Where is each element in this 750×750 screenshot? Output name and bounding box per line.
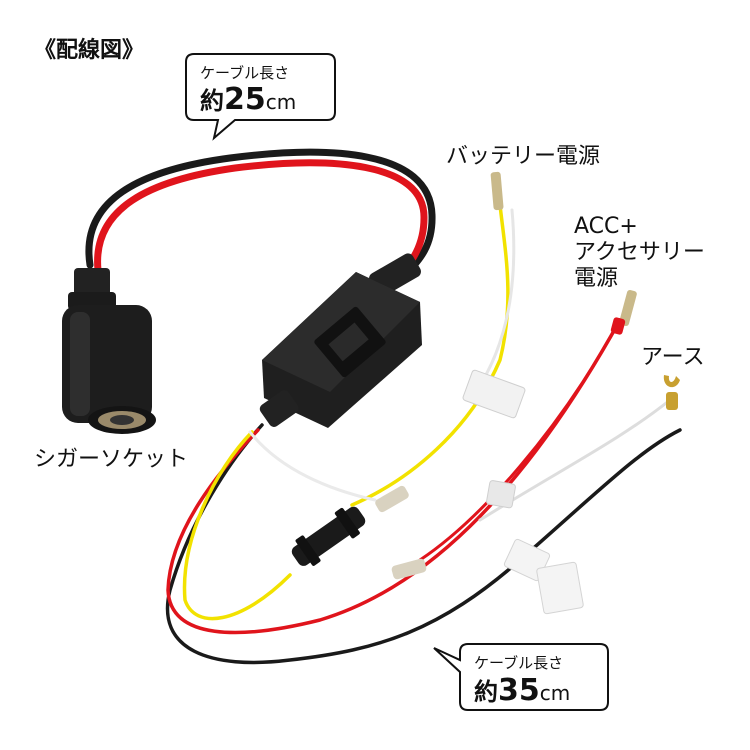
earth-label: アース	[641, 345, 705, 370]
diagram-title: 《配線図》	[34, 38, 145, 63]
callout-top-number: 25	[224, 82, 266, 117]
socket-label: シガーソケット	[34, 447, 189, 472]
acc-label-line3: 電源	[574, 266, 619, 291]
top-cable	[85, 148, 436, 282]
callout-bottom-label: ケーブル長さ	[474, 654, 563, 672]
terminals	[375, 171, 680, 580]
cigar-socket	[62, 268, 156, 434]
converter-box	[259, 253, 422, 428]
fuse-holder	[291, 506, 366, 566]
svg-text:約25cm: 約25cm	[200, 82, 296, 117]
callout-top-label: ケーブル長さ	[200, 64, 289, 82]
callout-bottom-prefix: 約	[474, 678, 498, 706]
battery-label: バッテリー電源	[446, 144, 601, 169]
acc-label-line1: ACC+	[574, 214, 638, 239]
callout-top-prefix: 約	[200, 87, 224, 115]
callout-top-unit: cm	[266, 90, 296, 114]
callout-bottom-bubble: ケーブル長さ 約35cm	[433, 643, 609, 711]
wire-tags	[462, 369, 584, 615]
callout-top-bubble: ケーブル長さ 約25cm	[185, 53, 336, 141]
svg-text:約35cm: 約35cm	[474, 673, 570, 708]
callout-bottom-unit: cm	[540, 681, 570, 705]
callout-bottom-number: 35	[498, 673, 540, 708]
acc-label-line2: アクセサリー	[574, 240, 705, 265]
